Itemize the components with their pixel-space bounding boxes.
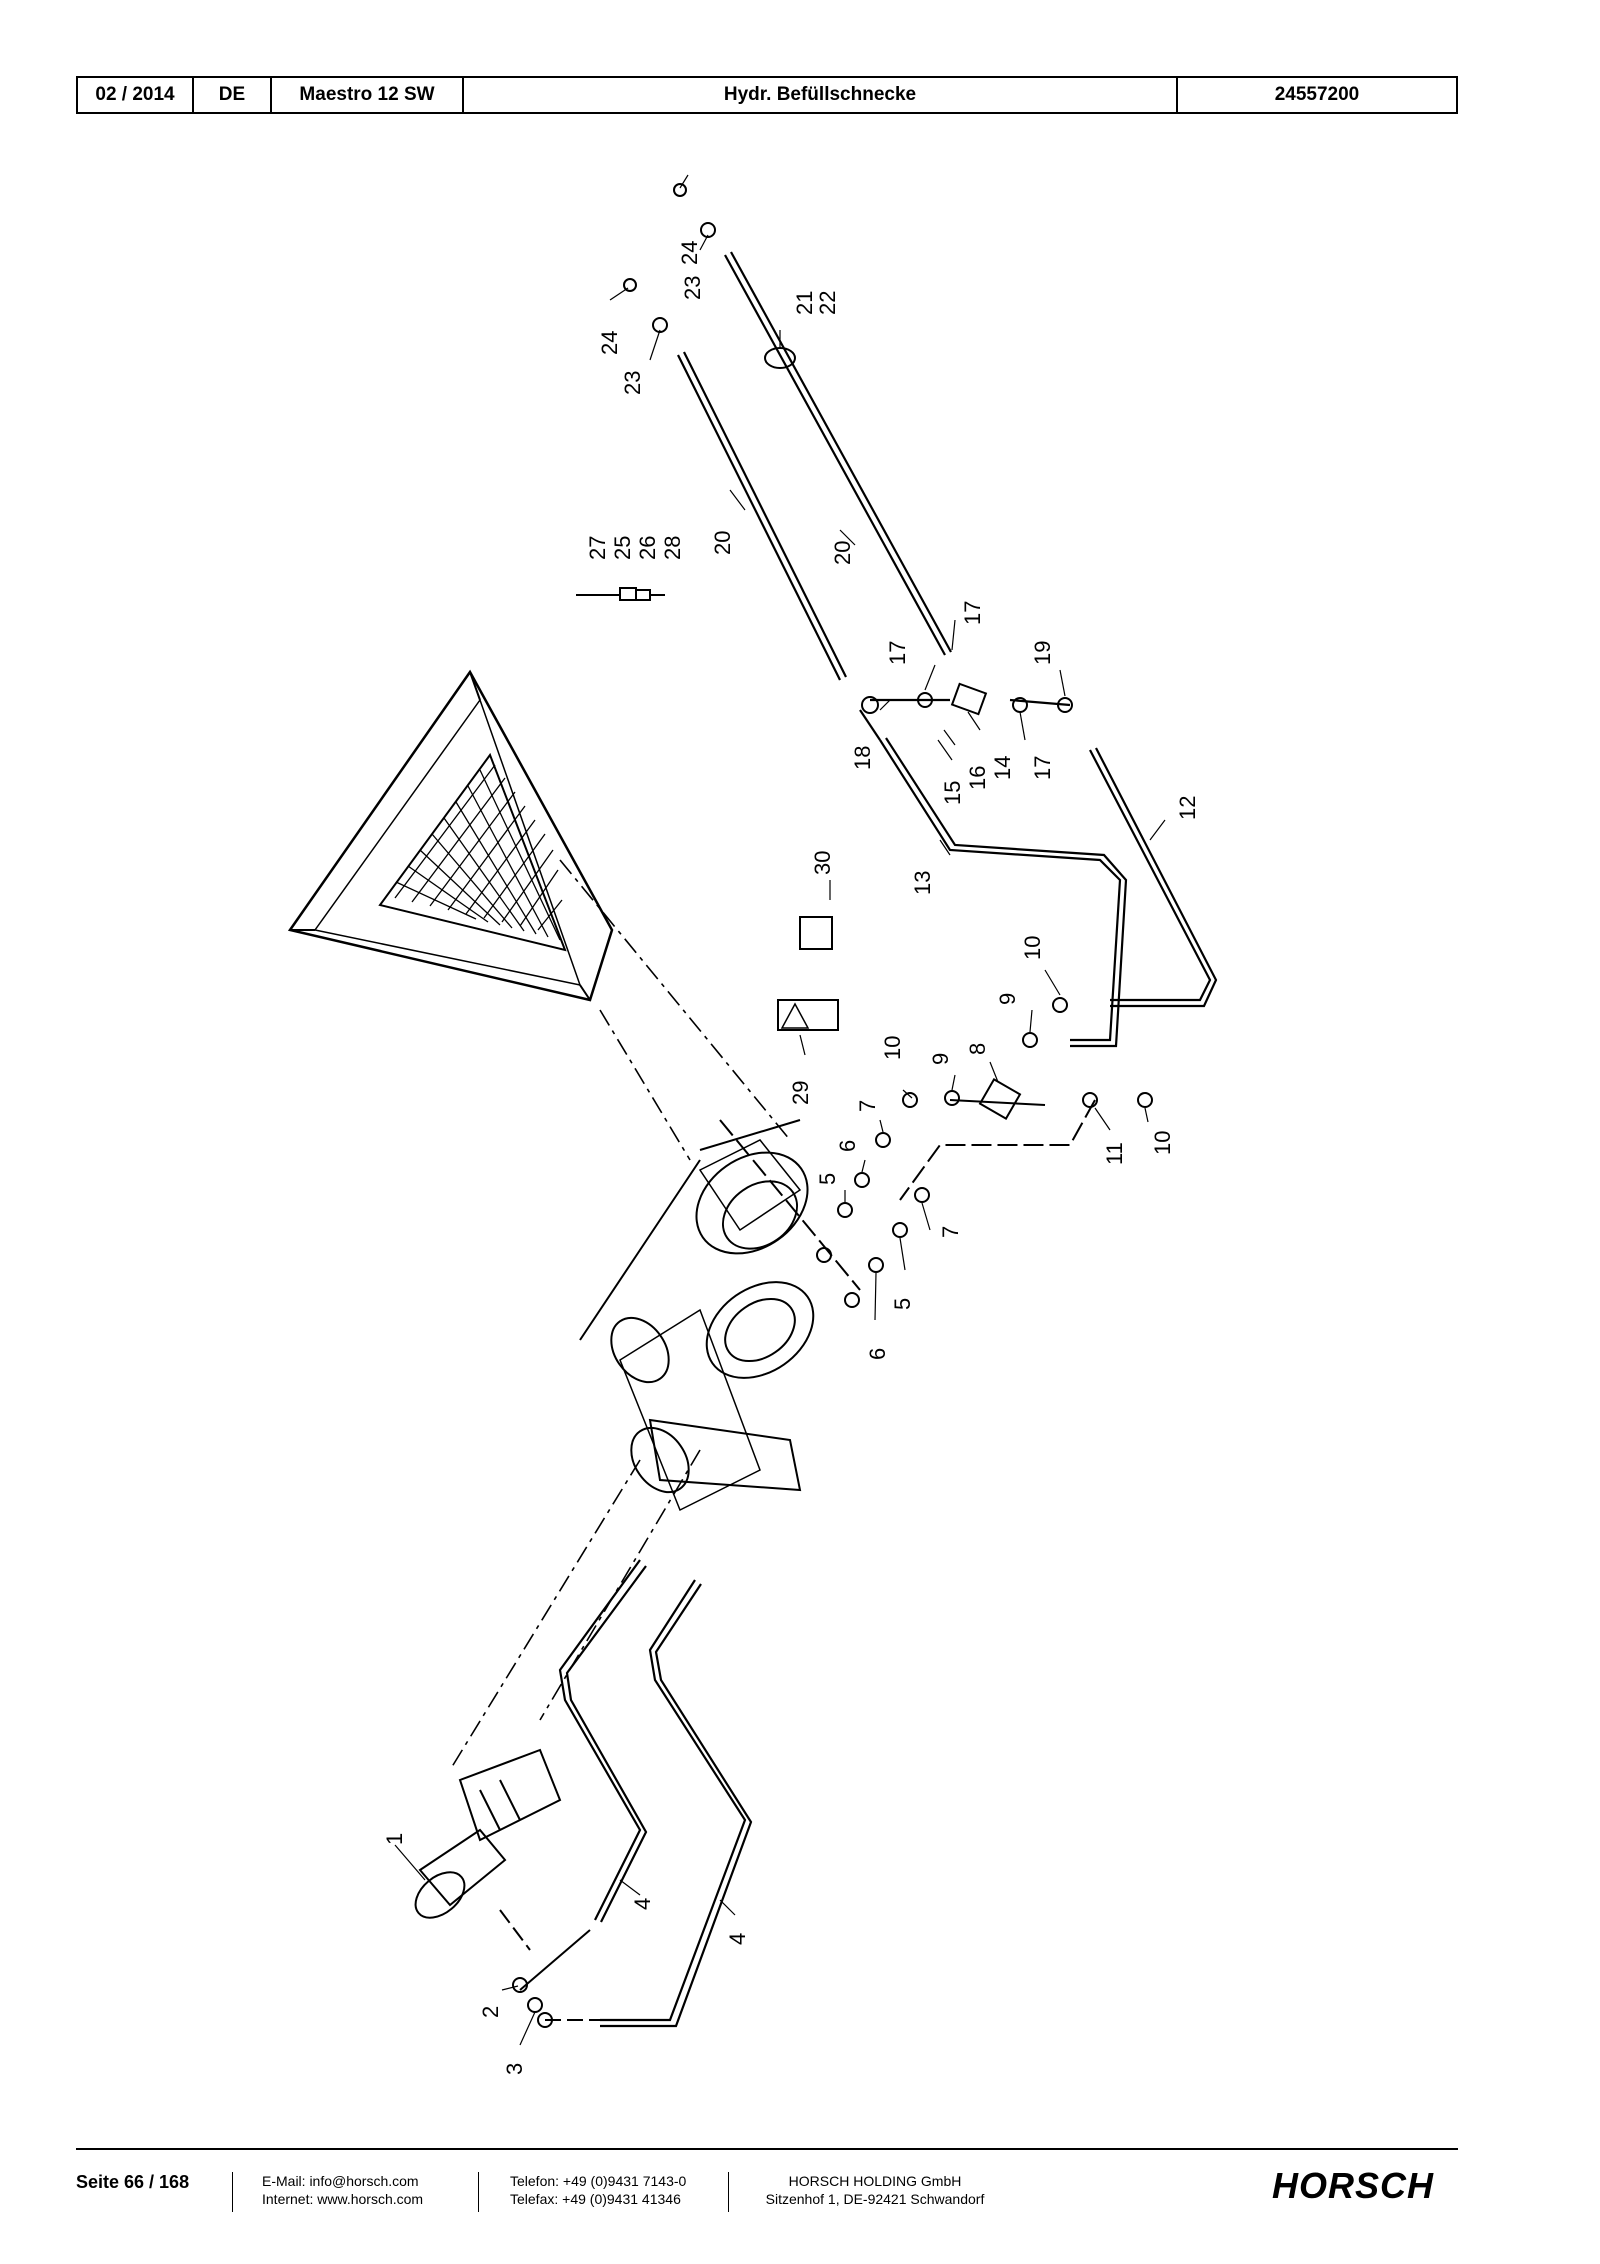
callout-9a: 9 xyxy=(995,993,1020,1005)
footer-fax: Telefax: +49 (0)9431 41346 xyxy=(510,2191,681,2207)
callout-13: 13 xyxy=(910,871,935,895)
callout-7b: 7 xyxy=(938,1226,963,1238)
header-title: Hydr. Befüllschnecke xyxy=(464,78,1178,112)
callout-23b: 23 xyxy=(620,371,645,395)
callout-6a: 6 xyxy=(835,1140,860,1152)
footer-phone: Telefon: +49 (0)9431 7143-0 xyxy=(510,2173,687,2189)
header-date: 02 / 2014 xyxy=(78,78,194,112)
callout-9b: 9 xyxy=(928,1053,953,1065)
callout-3: 3 xyxy=(502,2063,527,2075)
footer-contact-phone: Telefon: +49 (0)9431 7143-0 Telefax: +49… xyxy=(510,2172,686,2208)
footer-internet: Internet: www.horsch.com xyxy=(262,2191,424,2207)
footer-contact-web: E-Mail: info@horsch.com Internet: www.ho… xyxy=(262,2172,423,2208)
callout-4a: 4 xyxy=(630,1898,655,1910)
callout-20b: 20 xyxy=(830,541,855,565)
hose-4-graphic xyxy=(558,1559,753,2028)
callout-10b: 10 xyxy=(880,1036,905,1060)
footer-divider xyxy=(76,2148,1458,2150)
callout-11: 11 xyxy=(1102,1142,1127,1165)
callout-23a: 23 xyxy=(680,276,705,300)
callout-12: 12 xyxy=(1175,796,1200,820)
callout-6b: 6 xyxy=(865,1348,890,1360)
footer-company-block: HORSCH HOLDING GmbH Sitzenhof 1, DE-9242… xyxy=(760,2172,990,2208)
callout-14: 14 xyxy=(990,756,1015,780)
callout-21: 21 xyxy=(792,291,817,315)
callout-26: 26 xyxy=(635,536,660,560)
callout-15: 15 xyxy=(940,781,965,805)
hydraulic-lines-graphic xyxy=(677,251,1218,1048)
callout-10c: 10 xyxy=(1150,1131,1175,1155)
warning-labels-graphic xyxy=(777,916,839,1031)
footer-address: Sitzenhof 1, DE-92421 Schwandorf xyxy=(765,2191,985,2207)
callout-25: 25 xyxy=(610,536,635,560)
callout-1: 1 xyxy=(382,1833,407,1845)
footer-separator xyxy=(478,2172,479,2212)
callout-24a: 24 xyxy=(677,241,702,265)
callout-labels: 24 23 24 23 21 22 27 25 26 28 20 20 17 1… xyxy=(382,241,1200,2075)
callout-30: 30 xyxy=(810,851,835,875)
callout-27: 27 xyxy=(585,536,610,560)
footer-separator xyxy=(232,2172,233,2212)
auger-housing-graphic xyxy=(579,1119,815,1512)
callout-20a: 20 xyxy=(710,531,735,555)
valve-block-graphic xyxy=(499,183,1153,2028)
footer-email: E-Mail: info@horsch.com xyxy=(262,2173,419,2189)
hydraulic-motor-graphic xyxy=(414,1748,562,1919)
callout-22: 22 xyxy=(815,291,840,315)
callout-18: 18 xyxy=(850,746,875,770)
auger-tube-graphic xyxy=(449,859,791,1771)
leader-lines xyxy=(394,174,1166,2046)
footer-company: HORSCH HOLDING GmbH xyxy=(788,2173,962,2189)
callout-2: 2 xyxy=(478,2006,503,2018)
clamp-parts-graphic xyxy=(576,587,665,601)
callout-8: 8 xyxy=(965,1043,990,1055)
header-language: DE xyxy=(194,78,272,112)
callout-10a: 10 xyxy=(1020,936,1045,960)
callout-5a: 5 xyxy=(815,1173,840,1185)
callout-19: 19 xyxy=(1030,641,1055,665)
callout-17a: 17 xyxy=(885,641,910,665)
header-model: Maestro 12 SW xyxy=(272,78,464,112)
callout-17b: 17 xyxy=(960,601,985,625)
footer-separator xyxy=(728,2172,729,2212)
callout-28: 28 xyxy=(660,536,685,560)
callout-16: 16 xyxy=(965,766,990,790)
callout-5b: 5 xyxy=(890,1298,915,1310)
callout-17c: 17 xyxy=(1030,756,1055,780)
document-header: 02 / 2014 DE Maestro 12 SW Hydr. Befülls… xyxy=(76,76,1458,114)
callout-29: 29 xyxy=(788,1081,813,1105)
callout-4b: 4 xyxy=(725,1933,750,1945)
page-number: Seite 66 / 168 xyxy=(76,2172,190,2192)
header-document-number: 24557200 xyxy=(1274,84,1360,105)
hopper-graphic xyxy=(287,669,614,1002)
hopper-grid-graphic xyxy=(378,752,567,952)
horsch-logo: HORSCH xyxy=(1272,2165,1435,2206)
callout-24b: 24 xyxy=(597,331,622,355)
callout-7a: 7 xyxy=(855,1100,880,1112)
